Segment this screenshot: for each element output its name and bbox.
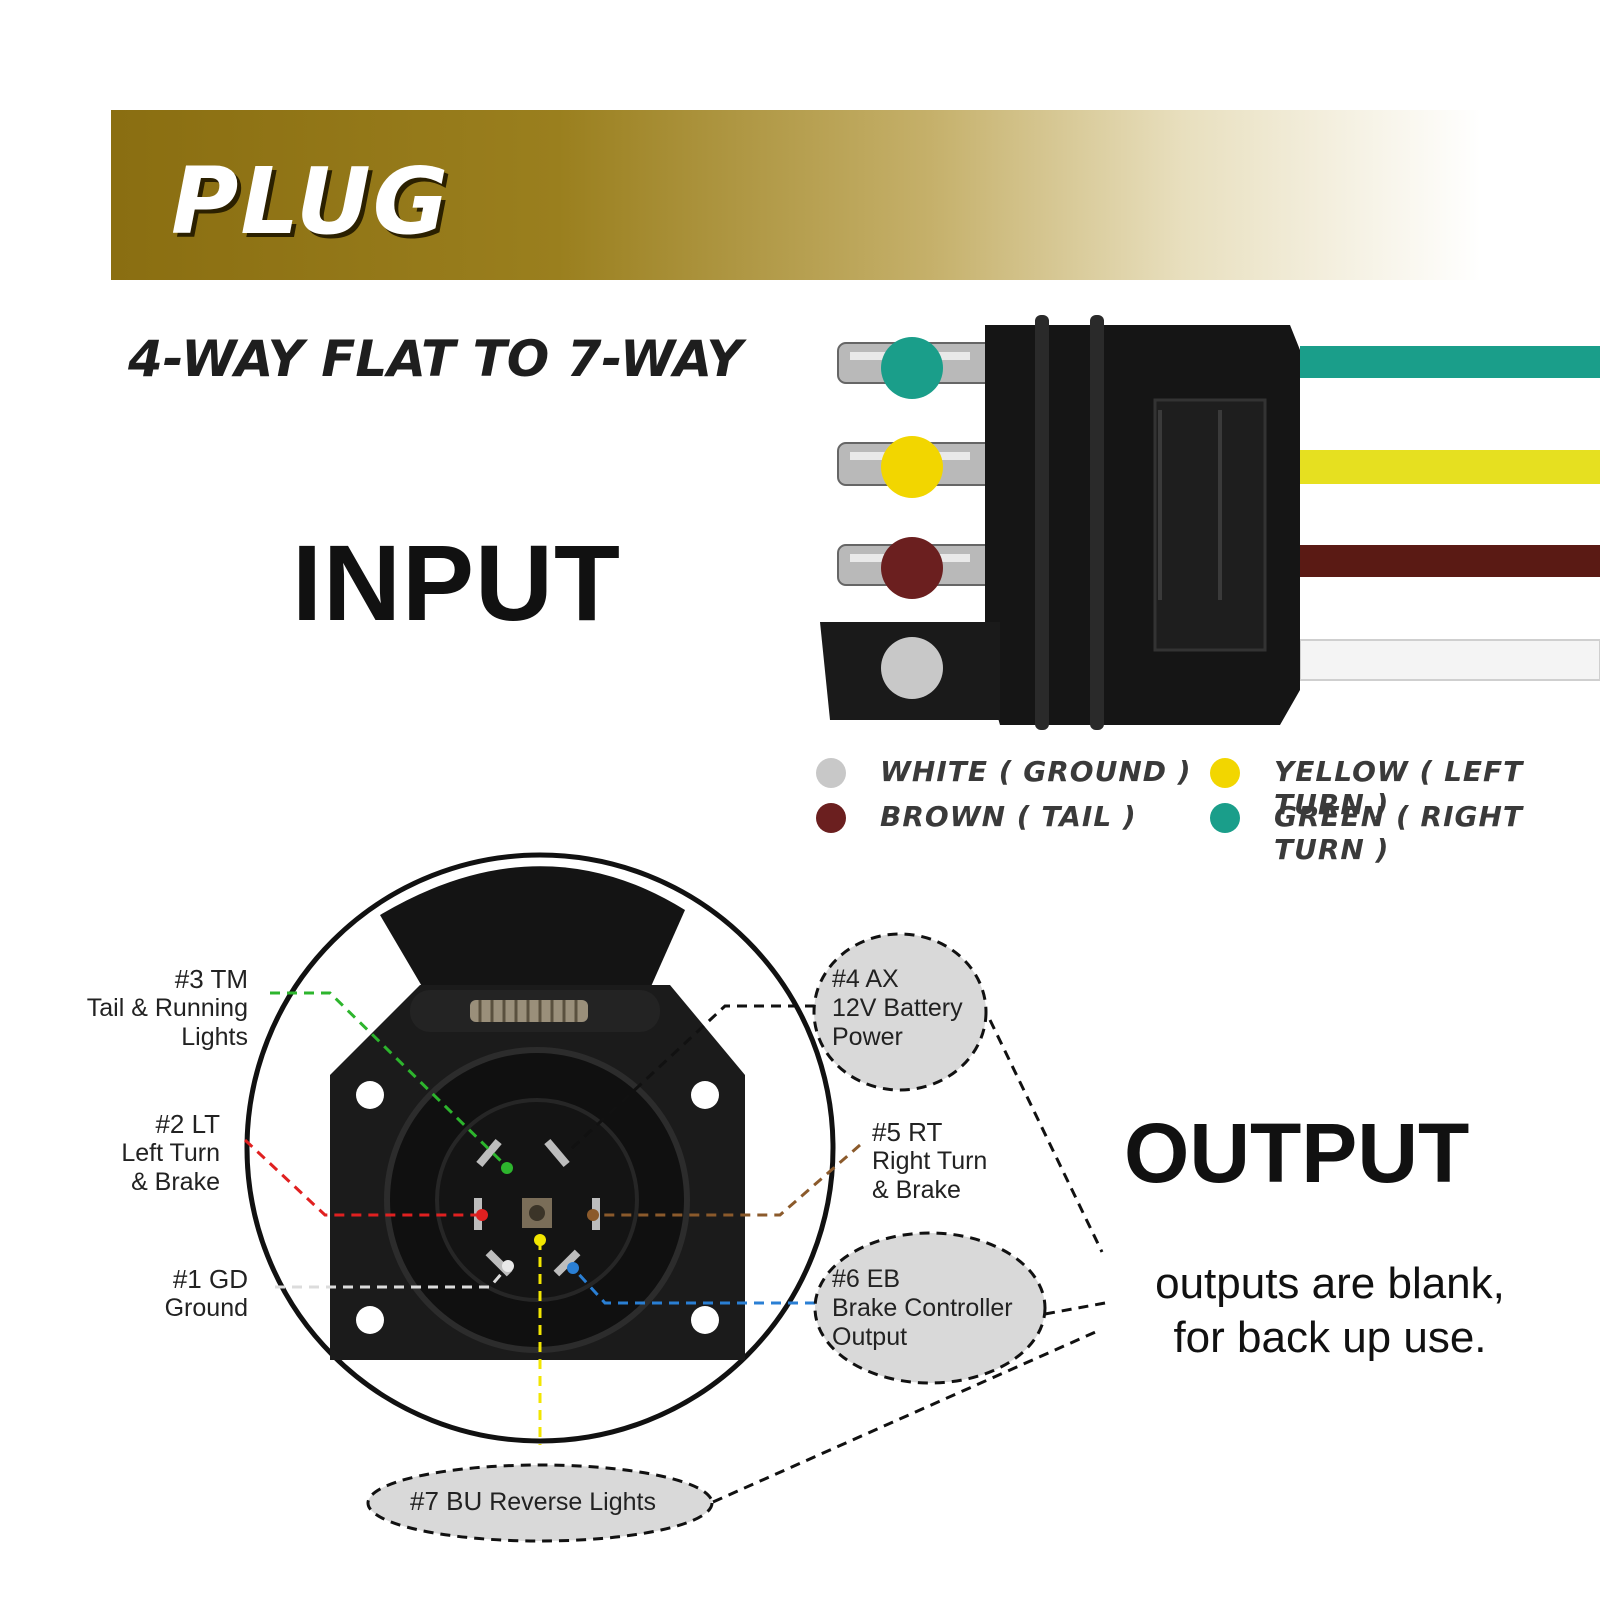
pin6-desc-2: Output	[832, 1323, 908, 1351]
legend-label-white: WHITE ( GROUND )	[880, 755, 1192, 788]
pin4-code: #4 AX	[832, 965, 899, 993]
pin3-code: #3 TM	[174, 964, 248, 994]
pin7-desc-1: Reverse Lights	[489, 1488, 656, 1516]
pin7-code: #7 BU	[410, 1486, 483, 1516]
input-label: INPUT	[292, 522, 621, 643]
pin3-desc-2: Lights	[181, 1023, 248, 1051]
banner-title: PLUG	[171, 148, 451, 255]
legend-label-green: GREEN ( RIGHT TURN )	[1274, 800, 1524, 866]
legend-dot-white	[816, 758, 846, 788]
pin7-label: #7 BU Reverse Lights	[410, 1487, 656, 1517]
pin3-desc-1: Tail & Running	[86, 994, 248, 1022]
legend-label-yellow: YELLOW ( LEFT TURN )	[1274, 755, 1524, 821]
pin6-label: #6 EB Brake Controller Output	[832, 1265, 1013, 1352]
bubbles	[366, 932, 1047, 1543]
legend-label-brown: BROWN ( TAIL )	[880, 800, 1137, 833]
green-wire	[1300, 346, 1600, 378]
pin1-desc-1: Ground	[164, 1294, 248, 1322]
legend-dot-green	[1210, 803, 1240, 833]
output-note: outputs are blank, for back up use.	[1120, 1257, 1540, 1365]
pin5-desc-2: & Brake	[872, 1176, 961, 1204]
pin1-code: #1 GD	[172, 1264, 248, 1294]
pin6-desc-1: Brake Controller	[832, 1294, 1013, 1322]
legend-dot-brown	[816, 803, 846, 833]
yellow-wire	[1300, 450, 1600, 484]
output-note-line1: outputs are blank,	[1155, 1259, 1505, 1308]
plug-banner: PLUG	[111, 110, 1600, 280]
output-note-line2: for back up use.	[1173, 1313, 1487, 1362]
brown-pin-dot	[881, 537, 943, 599]
pin3-label: #3 TM Tail & Running Lights	[40, 965, 248, 1052]
white-pin-dot	[881, 637, 943, 699]
green-pin-dot	[881, 337, 943, 399]
pin6-code: #6 EB	[832, 1265, 901, 1293]
pin2-label: #2 LT Left Turn & Brake	[40, 1110, 220, 1197]
pin4-desc-1: 12V Battery	[832, 994, 963, 1022]
subtitle: 4-WAY FLAT TO 7-WAY	[128, 330, 743, 388]
white-wire	[1299, 639, 1600, 681]
four-way-plug-illustration	[820, 315, 1600, 730]
pin1-label: #1 GD Ground	[40, 1265, 248, 1323]
pin4-desc-2: Power	[832, 1023, 903, 1051]
brown-wire	[1300, 545, 1600, 577]
legend-dot-yellow	[1210, 758, 1240, 788]
output-label: OUTPUT	[1124, 1106, 1470, 1200]
pin2-code: #2 LT	[155, 1109, 220, 1139]
pin2-desc-1: Left Turn	[121, 1139, 220, 1167]
pin4-label: #4 AX 12V Battery Power	[832, 965, 963, 1052]
pin5-desc-1: Right Turn	[872, 1147, 988, 1175]
pin2-desc-2: & Brake	[131, 1168, 220, 1196]
leader-lines	[243, 991, 1106, 1504]
pin5-label: #5 RT Right Turn & Brake	[872, 1118, 987, 1205]
pin5-code: #5 RT	[872, 1117, 943, 1147]
seven-way-socket-illustration	[244, 852, 836, 1444]
yellow-pin-dot	[881, 436, 943, 498]
